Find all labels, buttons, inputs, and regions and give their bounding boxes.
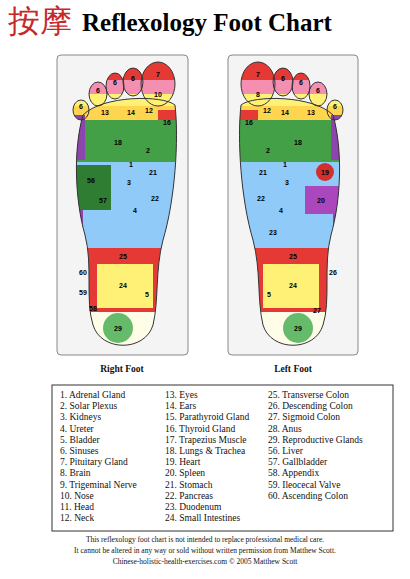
legend-entry: 9. Trigeminal Nerve xyxy=(60,480,137,490)
legend-entry: 19. Heart xyxy=(165,457,200,467)
legend-entry: 8. Brain xyxy=(60,468,91,478)
callout-number: 6 xyxy=(299,79,303,86)
callout-number: 14 xyxy=(281,109,289,116)
callout-number: 3 xyxy=(127,179,131,186)
callout-number: 5 xyxy=(267,291,271,298)
callout-number: 59 xyxy=(79,289,87,296)
callout-number: 22 xyxy=(151,195,159,202)
legend-entry: 25. Transverse Colon xyxy=(268,390,349,400)
callout-number: 6 xyxy=(79,103,83,110)
callout-number: 57 xyxy=(99,197,107,204)
callout-number: 60 xyxy=(79,269,87,276)
left-foot xyxy=(233,60,353,360)
legend-entry: 23. Duodenum xyxy=(165,502,221,512)
callout-number: 7 xyxy=(256,71,260,78)
callout-number: 21 xyxy=(259,169,267,176)
callout-number: 14 xyxy=(127,109,135,116)
legend-entry: 29. Reproductive Glands xyxy=(268,435,363,445)
callout-number: 4 xyxy=(133,207,137,214)
foot-name: Right Foot xyxy=(100,364,144,374)
callout-number: 13 xyxy=(101,109,109,116)
callout-number: 58 xyxy=(89,305,97,312)
callout-number: 10 xyxy=(154,91,162,98)
callout-number: 16 xyxy=(163,119,171,126)
legend-box xyxy=(52,385,393,531)
callout-number: 23 xyxy=(269,229,277,236)
legend-entry: 18. Lungs & Trachea xyxy=(165,446,245,456)
callout-number: 3 xyxy=(285,179,289,186)
legend-entry: 12. Neck xyxy=(60,513,94,523)
callout-number: 8 xyxy=(256,91,260,98)
callout-number: 27 xyxy=(313,307,321,314)
footer-note: It cannot be altered in any way or sold … xyxy=(74,547,336,555)
legend-entry: 27. Sigmoid Colon xyxy=(268,412,340,422)
legend-entry: 26. Descending Colon xyxy=(268,401,353,411)
legend-entry: 15. Parathyroid Gland xyxy=(165,412,249,422)
chart-title: Reflexology Foot Chart xyxy=(82,9,332,37)
callout-number: 25 xyxy=(119,253,127,260)
legend-entry: 56. Liver xyxy=(268,446,303,456)
callout-number: 19 xyxy=(321,169,329,176)
legend-entry: 22. Pancreas xyxy=(165,491,213,501)
chinese-heading: 按摩 xyxy=(8,4,72,39)
callout-number: 12 xyxy=(145,107,153,114)
callout-number: 21 xyxy=(149,169,157,176)
callout-number: 20 xyxy=(317,197,325,204)
legend-entry: 21. Stomach xyxy=(165,480,213,490)
footer-note: Chinese-holistic-health-exercises.com © … xyxy=(113,558,298,566)
callout-number: 12 xyxy=(263,107,271,114)
callout-number: 18 xyxy=(294,139,302,146)
legend-entry: 3. Kidneys xyxy=(60,412,101,422)
callout-number: 13 xyxy=(307,109,315,116)
legend-entry: 16. Thyroid Gland xyxy=(165,424,235,434)
callout-number: 18 xyxy=(114,139,122,146)
legend-entry: 7. Pituitary Gland xyxy=(60,457,128,467)
legend-entry: 59. Ileocecal Valve xyxy=(268,480,340,490)
callout-number: 6 xyxy=(281,75,285,82)
legend-entry: 14. Ears xyxy=(165,401,196,411)
foot-name: Left Foot xyxy=(274,364,312,374)
footer-note: This reflexology foot chart is not inten… xyxy=(86,536,324,544)
callout-number: 5 xyxy=(145,291,149,298)
callout-number: 1 xyxy=(129,161,133,168)
legend-entry: 60. Ascending Colon xyxy=(268,491,348,501)
legend-entry: 13. Eyes xyxy=(165,390,198,400)
callout-number: 6 xyxy=(131,75,135,82)
legend-entry: 6. Sinuses xyxy=(60,446,99,456)
callout-number: 26 xyxy=(329,269,337,276)
right-foot xyxy=(63,60,183,360)
callout-number: 6 xyxy=(96,87,100,94)
callout-number: 25 xyxy=(289,253,297,260)
legend-entry: 1. Adrenal Gland xyxy=(60,390,125,400)
callout-number: 22 xyxy=(257,195,265,202)
legend-entry: 17. Trapezius Muscle xyxy=(165,435,247,445)
callout-number: 24 xyxy=(289,282,297,289)
legend-entry: 24. Small Intestines xyxy=(165,513,240,523)
legend-entry: 11. Head xyxy=(60,502,94,512)
legend-entry: 10. Nose xyxy=(60,491,94,501)
legend-entry: 28. Anus xyxy=(268,424,302,434)
callout-number: 56 xyxy=(87,177,95,184)
legend-entry: 58. Appendix xyxy=(268,468,319,478)
legend-entry: 5. Bladder xyxy=(60,435,100,445)
callout-number: 29 xyxy=(114,325,122,332)
callout-number: 7 xyxy=(156,71,160,78)
callout-number: 24 xyxy=(119,282,127,289)
legend-entry: 20. Spleen xyxy=(165,468,205,478)
callout-number: 2 xyxy=(146,147,150,154)
callout-number: 4 xyxy=(279,207,283,214)
callout-number: 6 xyxy=(113,79,117,86)
callout-number: 6 xyxy=(333,103,337,110)
legend-entry: 2. Solar Plexus xyxy=(60,401,117,411)
callout-number: 2 xyxy=(266,147,270,154)
legend-entry: 4. Ureter xyxy=(60,424,94,434)
callout-number: 29 xyxy=(294,325,302,332)
callout-number: 16 xyxy=(245,119,253,126)
callout-number: 1 xyxy=(283,161,287,168)
legend-entry: 57. Gallbladder xyxy=(268,457,327,467)
callout-number: 6 xyxy=(316,87,320,94)
